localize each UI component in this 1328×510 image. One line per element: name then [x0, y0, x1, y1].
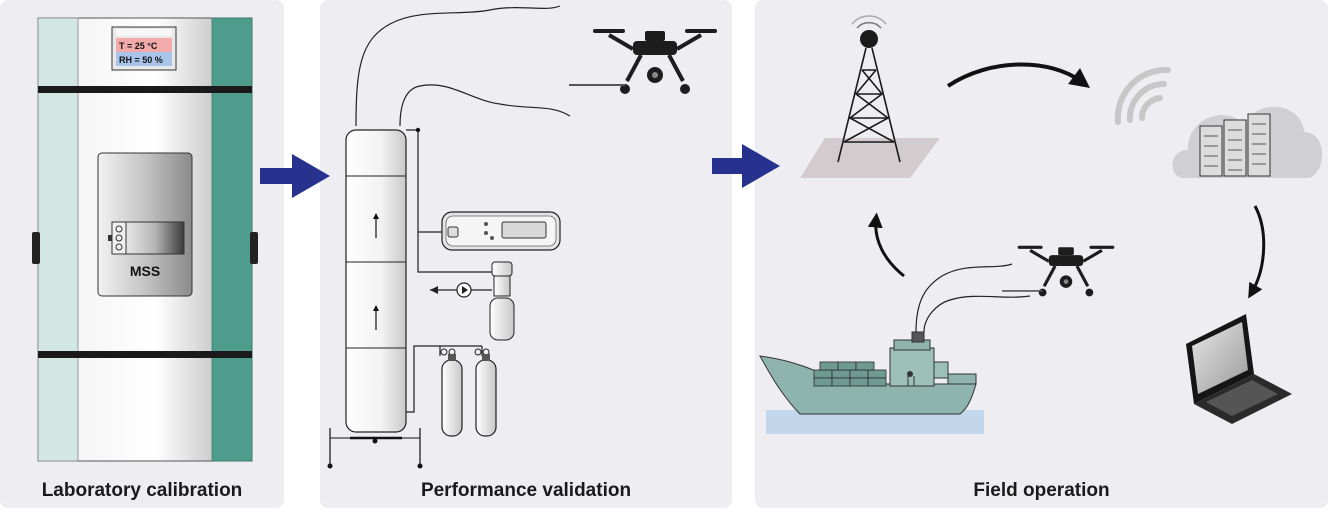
curved-arrow-ship-to-tower [867, 212, 905, 278]
ship-plume-lines [915, 263, 1031, 333]
curved-arrow-tower-to-cloud [946, 62, 1091, 88]
flow-arrow-1 [260, 154, 330, 198]
pump-icon [430, 282, 472, 298]
radio-tower-icon [800, 15, 940, 178]
lab-calibration-caption: Laboratory calibration [41, 480, 243, 501]
ship-icon [759, 331, 984, 434]
cloud-server-icon [1172, 106, 1323, 178]
filter-icon [489, 261, 515, 341]
curved-arrow-cloud-to-laptop [1248, 205, 1266, 299]
chamber-temperature-readout: T = 25 °C [119, 41, 158, 51]
drone-icon [569, 29, 717, 94]
laptop-icon [1186, 314, 1292, 424]
flow-arrow-2 [712, 144, 780, 188]
plume-lines [355, 5, 571, 127]
climate-chamber-icon: T = 25 °C RH = 50 % MSS [32, 17, 258, 462]
wifi-icon [1114, 66, 1171, 125]
tubing-lines [406, 129, 492, 413]
analyzer-icon [441, 211, 561, 251]
chamber-humidity-readout: RH = 50 % [119, 55, 163, 65]
mss-sensor-label: MSS [130, 263, 160, 279]
gas-cylinder-icon [440, 348, 497, 437]
performance-validation-caption: Performance validation [420, 480, 632, 501]
field-operation-caption: Field operation [973, 480, 1110, 501]
drone-icon-field [1002, 245, 1115, 297]
gas-column-icon [327, 129, 423, 469]
